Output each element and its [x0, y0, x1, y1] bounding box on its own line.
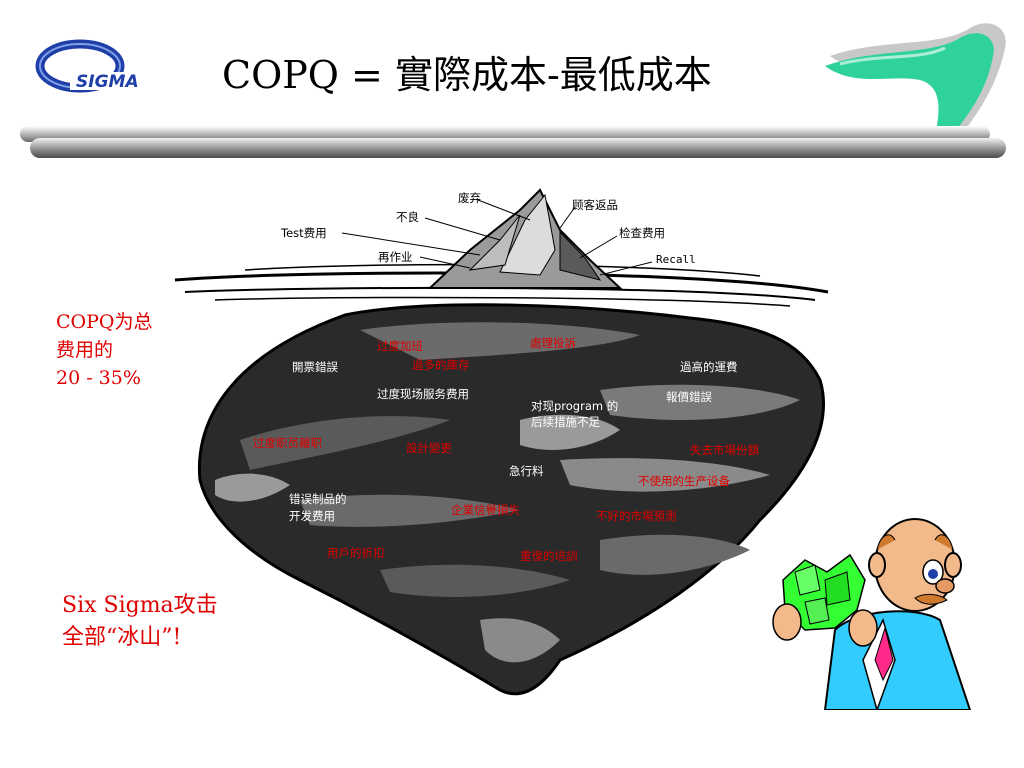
label-program-followup-1: 对现program 的: [531, 399, 619, 413]
label-staff-turnover: 过度职员離职: [253, 436, 322, 450]
copq-share-note: COPQ为总 费用的 20 - 35%: [56, 308, 152, 392]
label-complaint-handling: 處理投訴: [530, 336, 576, 350]
copq-note-line-3: 20 - 35%: [56, 367, 141, 389]
copq-note-line-1: COPQ为总: [56, 311, 153, 333]
label-idle-equipment: 不使用的生产设备: [638, 474, 730, 488]
label-wrong-product-dev-1: 错误制品的: [289, 492, 347, 506]
label-field-service: 过度现场服务费用: [377, 387, 469, 401]
sigma-logo: SIGMA: [32, 36, 162, 96]
label-high-freight: 過高的運費: [680, 360, 738, 374]
label-wrong-product-dev-2: 开发费用: [289, 509, 335, 523]
label-over-processing: 过度加班: [377, 339, 423, 353]
label-reputation-loss: 企業信譽損失: [451, 503, 520, 517]
label-inspection-cost: 检查费用: [619, 226, 665, 240]
six-sigma-note: Six Sigma攻击 全部“冰山”!: [62, 590, 218, 654]
label-customer-discount: 用戶的折扣: [327, 546, 385, 560]
page-title: COPQ = 實際成本-最低成本: [222, 53, 712, 97]
label-test-cost: Test费用: [281, 226, 327, 240]
label-recall: Recall: [656, 253, 696, 266]
label-rework: 再作业: [378, 250, 413, 264]
header-divider: [20, 126, 1006, 158]
label-design-change: 設計變更: [406, 441, 452, 455]
label-program-followup-2: 后续措施不足: [531, 415, 600, 429]
label-customer-return: 顾客返品: [572, 198, 618, 212]
label-excess-inventory: 過多的庫存: [412, 358, 470, 372]
label-bad-marketing: 不好的市場預測: [596, 509, 677, 523]
logo-text: SIGMA: [76, 72, 139, 92]
man-with-money-icon: [772, 518, 972, 710]
label-market-loss: 失去市場份額: [690, 443, 759, 457]
label-repeat-training: 重復的培訓: [520, 549, 578, 563]
label-quote-error: 報價錯誤: [666, 390, 712, 404]
label-waste: 废弃: [458, 191, 481, 205]
copq-note-line-2: 费用的: [56, 339, 114, 361]
label-invoice-error: 開票錯誤: [292, 360, 338, 374]
label-defect: 不良: [396, 210, 419, 224]
six-sigma-note-line-2: 全部“冰山”!: [62, 625, 182, 650]
six-sigma-note-line-1: Six Sigma攻击: [62, 593, 218, 618]
label-expedite: 急行料: [509, 464, 544, 478]
